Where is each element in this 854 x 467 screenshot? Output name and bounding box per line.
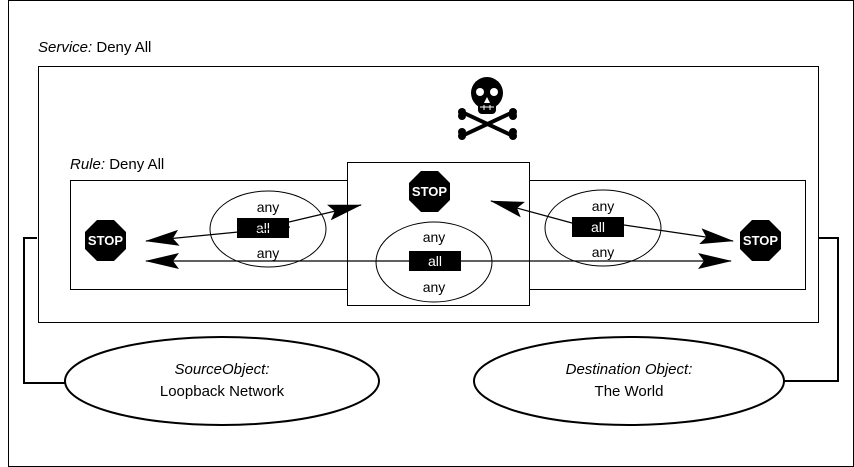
svg-text:SourceObject:: SourceObject:	[174, 361, 269, 378]
stop-sign-icon: STOP	[85, 220, 126, 261]
svg-text:STOP: STOP	[743, 233, 778, 248]
flow-right: any all any	[544, 189, 662, 267]
svg-text:Loopback Network: Loopback Network	[160, 383, 285, 400]
svg-text:all: all	[591, 219, 605, 235]
arrow-to-center-stop-right	[490, 200, 573, 224]
source-object: SourceObject: Loopback Network	[64, 336, 380, 426]
flow-center: any all any	[375, 221, 493, 303]
svg-text:STOP: STOP	[88, 233, 123, 248]
svg-text:any: any	[423, 279, 446, 295]
svg-text:Destination Object:: Destination Object:	[566, 361, 693, 378]
svg-text:any: any	[257, 199, 280, 215]
source-connector	[23, 237, 72, 384]
service-label: Service: Deny All	[38, 39, 151, 56]
svg-text:any: any	[592, 244, 615, 260]
arrow-to-right-stop-upper	[623, 224, 734, 245]
stop-sign-icon: STOP	[409, 171, 450, 212]
arrow-to-left-stop-upper	[145, 226, 291, 246]
svg-text:any: any	[592, 198, 615, 214]
svg-text:all: all	[256, 220, 270, 236]
svg-text:all: all	[428, 253, 442, 269]
arrow-to-center-stop-left	[288, 204, 362, 223]
svg-text:any: any	[423, 229, 446, 245]
skull-crossbones-icon	[458, 77, 517, 140]
service-box	[38, 66, 819, 323]
svg-text:The World: The World	[595, 383, 664, 400]
stop-sign-icon: STOP	[740, 220, 781, 261]
svg-text:STOP: STOP	[412, 184, 447, 199]
destination-object: Destination Object: The World	[473, 336, 785, 426]
rule-label: Rule: Deny All	[70, 156, 164, 173]
svg-text:any: any	[257, 245, 280, 261]
destination-connector	[784, 237, 839, 382]
